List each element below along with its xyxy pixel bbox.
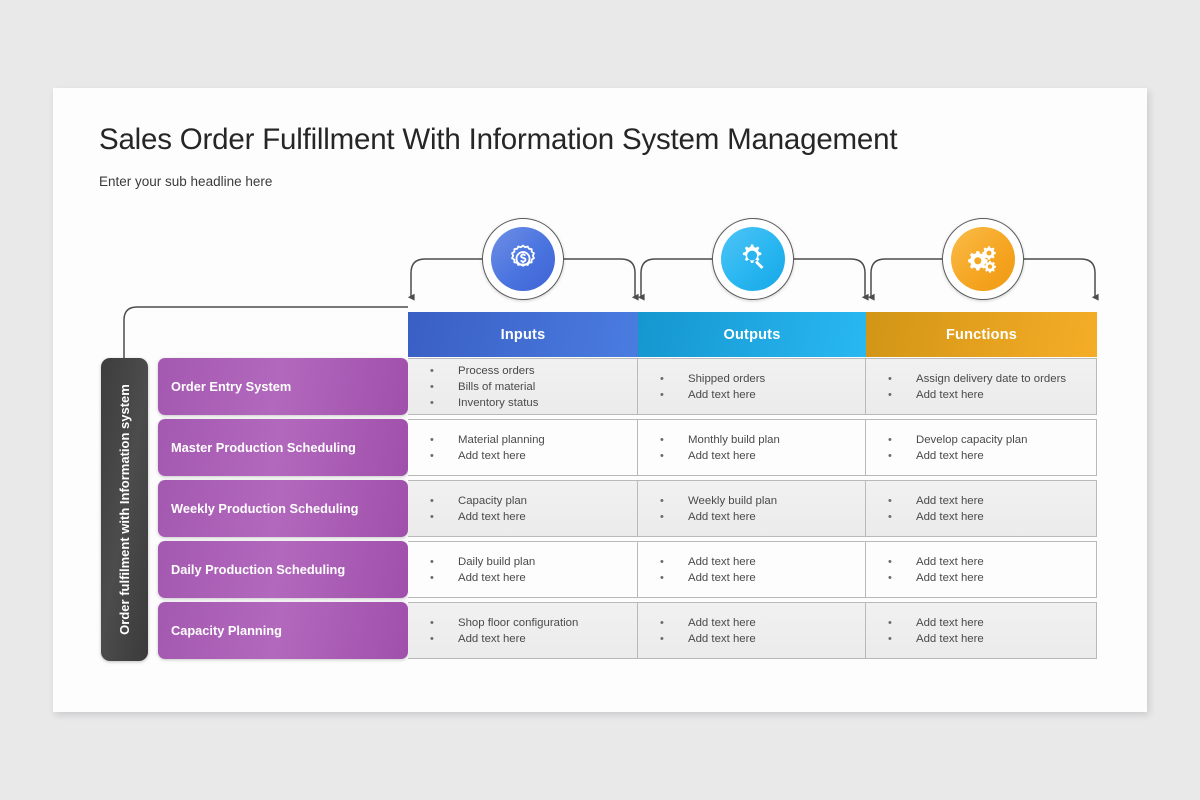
list-item: Add text here	[430, 631, 631, 647]
table-row: Master Production Scheduling Material pl…	[158, 419, 1097, 476]
bullet-list: Shipped orders Add text here	[660, 371, 859, 403]
row-label[interactable]: Order Entry System	[158, 358, 408, 415]
table-row: Order Entry System Process orders Bills …	[158, 358, 1097, 415]
list-item: Add text here	[660, 615, 859, 631]
bullet-list: Shop floor configuration Add text here	[430, 615, 631, 647]
list-item: Add text here	[430, 509, 631, 525]
list-item: Add text here	[660, 448, 859, 464]
list-item: Monthly build plan	[660, 432, 859, 448]
list-item: Capacity plan	[430, 493, 631, 509]
bullet-list: Material planning Add text here	[430, 432, 631, 464]
list-item: Add text here	[660, 554, 859, 570]
list-item: Add text here	[660, 631, 859, 647]
list-item: Add text here	[660, 387, 859, 403]
bullet-list: Capacity plan Add text here	[430, 493, 631, 525]
bullet-list: Assign delivery date to orders Add text …	[888, 371, 1090, 403]
column-header-inputs[interactable]: Inputs	[408, 312, 638, 357]
bullet-list: Monthly build plan Add text here	[660, 432, 859, 464]
table-row: Daily Production Scheduling Daily build …	[158, 541, 1097, 598]
badge-inputs[interactable]	[482, 218, 564, 300]
cell-inputs[interactable]: Process orders Bills of material Invento…	[408, 358, 638, 415]
list-item: Add text here	[888, 615, 1090, 631]
vertical-category-label: Order fulfilment with Information system	[117, 384, 133, 635]
fulfillment-matrix-diagram: Inputs Outputs Functions Order fulfilmen…	[53, 88, 1147, 712]
list-item: Process orders	[430, 363, 631, 379]
cell-outputs[interactable]: Monthly build plan Add text here	[638, 419, 866, 476]
list-item: Add text here	[888, 448, 1090, 464]
list-item: Add text here	[660, 570, 859, 586]
list-item: Assign delivery date to orders	[888, 371, 1090, 387]
page-title: Sales Order Fulfillment With Information…	[99, 123, 898, 156]
cell-inputs[interactable]: Shop floor configuration Add text here	[408, 602, 638, 659]
list-item: Bills of material	[430, 379, 631, 395]
cell-functions[interactable]: Develop capacity plan Add text here	[866, 419, 1097, 476]
bullet-list: Weekly build plan Add text here	[660, 493, 859, 525]
row-label[interactable]: Daily Production Scheduling	[158, 541, 408, 598]
gears-icon	[951, 227, 1015, 291]
list-item: Add text here	[888, 493, 1090, 509]
bullet-list: Add text here Add text here	[888, 554, 1090, 586]
cell-functions[interactable]: Add text here Add text here	[866, 480, 1097, 537]
list-item: Add text here	[660, 509, 859, 525]
list-item: Add text here	[430, 448, 631, 464]
column-header-outputs[interactable]: Outputs	[638, 312, 866, 357]
cell-outputs[interactable]: Weekly build plan Add text here	[638, 480, 866, 537]
list-item: Develop capacity plan	[888, 432, 1090, 448]
slide-canvas: Sales Order Fulfillment With Information…	[53, 88, 1147, 712]
bullet-list: Add text here Add text here	[888, 615, 1090, 647]
gear-dollar-icon	[491, 227, 555, 291]
column-header-functions[interactable]: Functions	[866, 312, 1097, 357]
table-row: Weekly Production Scheduling Capacity pl…	[158, 480, 1097, 537]
cell-functions[interactable]: Add text here Add text here	[866, 602, 1097, 659]
cell-inputs[interactable]: Material planning Add text here	[408, 419, 638, 476]
bullet-list: Add text here Add text here	[660, 615, 859, 647]
list-item: Add text here	[888, 387, 1090, 403]
cell-inputs[interactable]: Daily build plan Add text here	[408, 541, 638, 598]
cell-outputs[interactable]: Shipped orders Add text here	[638, 358, 866, 415]
list-item: Add text here	[888, 554, 1090, 570]
list-item: Shop floor configuration	[430, 615, 631, 631]
row-label[interactable]: Capacity Planning	[158, 602, 408, 659]
list-item: Inventory status	[430, 395, 631, 411]
cell-functions[interactable]: Add text here Add text here	[866, 541, 1097, 598]
page-subtitle: Enter your sub headline here	[99, 174, 273, 189]
badge-functions[interactable]	[942, 218, 1024, 300]
bullet-list: Process orders Bills of material Invento…	[430, 363, 631, 411]
table-row: Capacity Planning Shop floor configurati…	[158, 602, 1097, 659]
list-item: Add text here	[888, 570, 1090, 586]
cell-inputs[interactable]: Capacity plan Add text here	[408, 480, 638, 537]
bullet-list: Develop capacity plan Add text here	[888, 432, 1090, 464]
bullet-list: Add text here Add text here	[660, 554, 859, 586]
list-item: Daily build plan	[430, 554, 631, 570]
list-item: Add text here	[430, 570, 631, 586]
badge-outputs[interactable]	[712, 218, 794, 300]
cell-outputs[interactable]: Add text here Add text here	[638, 541, 866, 598]
list-item: Shipped orders	[660, 371, 859, 387]
cell-outputs[interactable]: Add text here Add text here	[638, 602, 866, 659]
bullet-list: Add text here Add text here	[888, 493, 1090, 525]
vertical-category-bar[interactable]: Order fulfilment with Information system	[101, 358, 148, 661]
gear-magnifier-icon	[721, 227, 785, 291]
list-item: Weekly build plan	[660, 493, 859, 509]
bullet-list: Daily build plan Add text here	[430, 554, 631, 586]
row-label[interactable]: Master Production Scheduling	[158, 419, 408, 476]
list-item: Add text here	[888, 509, 1090, 525]
row-label[interactable]: Weekly Production Scheduling	[158, 480, 408, 537]
cell-functions[interactable]: Assign delivery date to orders Add text …	[866, 358, 1097, 415]
list-item: Material planning	[430, 432, 631, 448]
list-item: Add text here	[888, 631, 1090, 647]
